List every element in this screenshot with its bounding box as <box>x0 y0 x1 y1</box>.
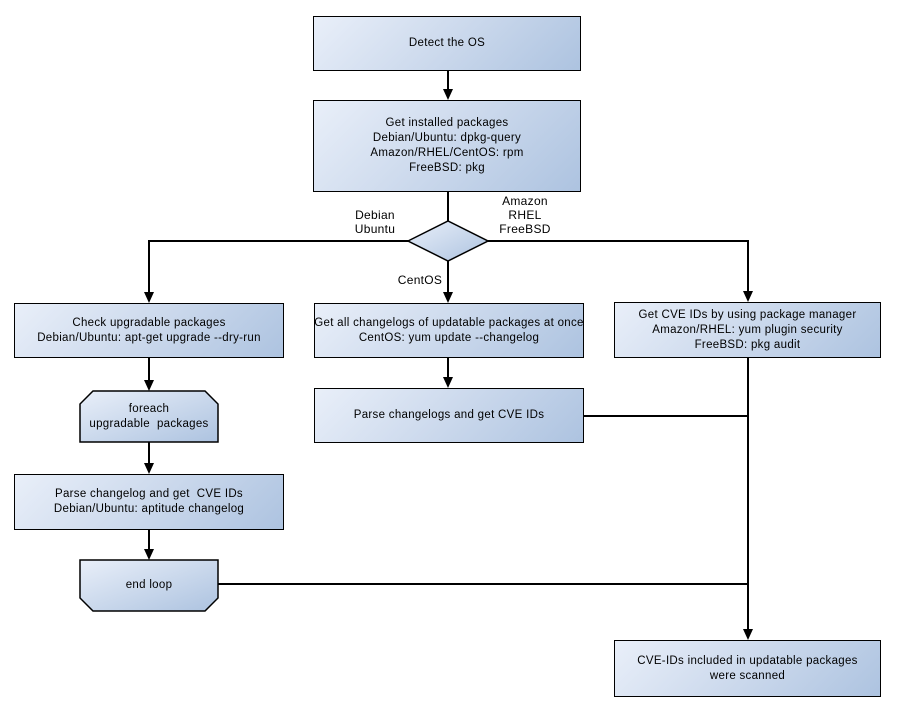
connector-detect-to-install <box>447 71 449 91</box>
node-get-all-changelogs: Get all changelogs of updatable packages… <box>314 303 584 358</box>
node-get-cve-ids: Get CVE IDs by using package manager Ama… <box>614 302 881 358</box>
node-parse-changelog-left-label: Parse changelog and get CVE IDs Debian/U… <box>53 488 245 515</box>
arrowhead-into-check-upgradable <box>144 292 154 303</box>
edge-label-centos: CentOS <box>397 273 443 287</box>
connector-decision-right-vertical <box>747 240 749 292</box>
node-check-upgradable-packages: Check upgradable packages Debian/Ubuntu:… <box>14 303 284 358</box>
loop-start-foreach: foreach upgradable packages <box>79 390 219 443</box>
node-detect-os-label: Detect the OS <box>408 37 486 49</box>
connector-foreach-to-parse <box>148 442 150 464</box>
arrowhead-into-end-loop <box>144 549 154 560</box>
loop-start-foreach-label: foreach upgradable packages <box>89 402 209 430</box>
decision-diamond <box>407 220 489 262</box>
arrowhead-into-get-cve-ids <box>743 291 753 302</box>
loop-end-label: end loop <box>125 579 173 591</box>
connector-changelogs-to-parse-mid <box>447 358 449 378</box>
connector-parse-mid-to-right-trunk <box>584 415 748 417</box>
node-parse-changelog-left: Parse changelog and get CVE IDs Debian/U… <box>14 474 284 530</box>
node-parse-changelogs-mid: Parse changelogs and get CVE IDs <box>314 388 584 443</box>
connector-decision-left-horizontal <box>148 240 409 242</box>
loop-end: end loop <box>79 559 219 612</box>
connector-decision-right-horizontal <box>488 240 748 242</box>
edge-label-amazon-rhel-freebsd: Amazon RHEL FreeBSD <box>499 194 551 236</box>
connector-parse-to-endloop <box>148 530 150 550</box>
node-cve-ids-scanned: CVE-IDs included in updatable packages w… <box>614 640 881 697</box>
arrowhead-into-scanned <box>743 629 753 640</box>
connector-install-to-decision <box>447 192 449 222</box>
node-get-installed-packages: Get installed packages Debian/Ubuntu: dp… <box>313 100 581 192</box>
arrowhead-into-get-all-changelogs <box>443 292 453 303</box>
connector-decision-centos <box>447 261 449 293</box>
node-get-cve-ids-label: Get CVE IDs by using package manager Ama… <box>638 308 857 351</box>
arrowhead-into-foreach <box>144 380 154 391</box>
node-detect-os: Detect the OS <box>313 16 581 71</box>
connector-right-trunk-vertical <box>747 358 749 630</box>
node-get-installed-packages-label: Get installed packages Debian/Ubuntu: dp… <box>370 117 524 174</box>
node-cve-ids-scanned-label: CVE-IDs included in updatable packages w… <box>637 654 858 682</box>
arrowhead-into-parse-changelogs-mid <box>443 377 453 388</box>
connector-decision-left-vertical <box>148 240 150 293</box>
node-get-all-changelogs-label: Get all changelogs of updatable packages… <box>314 316 584 344</box>
loop-start-shape <box>79 390 219 443</box>
loop-end-shape <box>79 559 219 612</box>
edge-label-debian-ubuntu: Debian Ubuntu <box>354 208 396 236</box>
diamond-shape <box>407 220 489 262</box>
connector-endloop-to-right-trunk <box>218 583 748 585</box>
node-check-upgradable-packages-label: Check upgradable packages Debian/Ubuntu:… <box>37 316 261 344</box>
node-parse-changelogs-mid-label: Parse changelogs and get CVE IDs <box>353 409 545 421</box>
arrowhead-into-install <box>443 89 453 100</box>
arrowhead-into-parse-changelog <box>144 463 154 474</box>
connector-check-to-foreach <box>148 358 150 381</box>
